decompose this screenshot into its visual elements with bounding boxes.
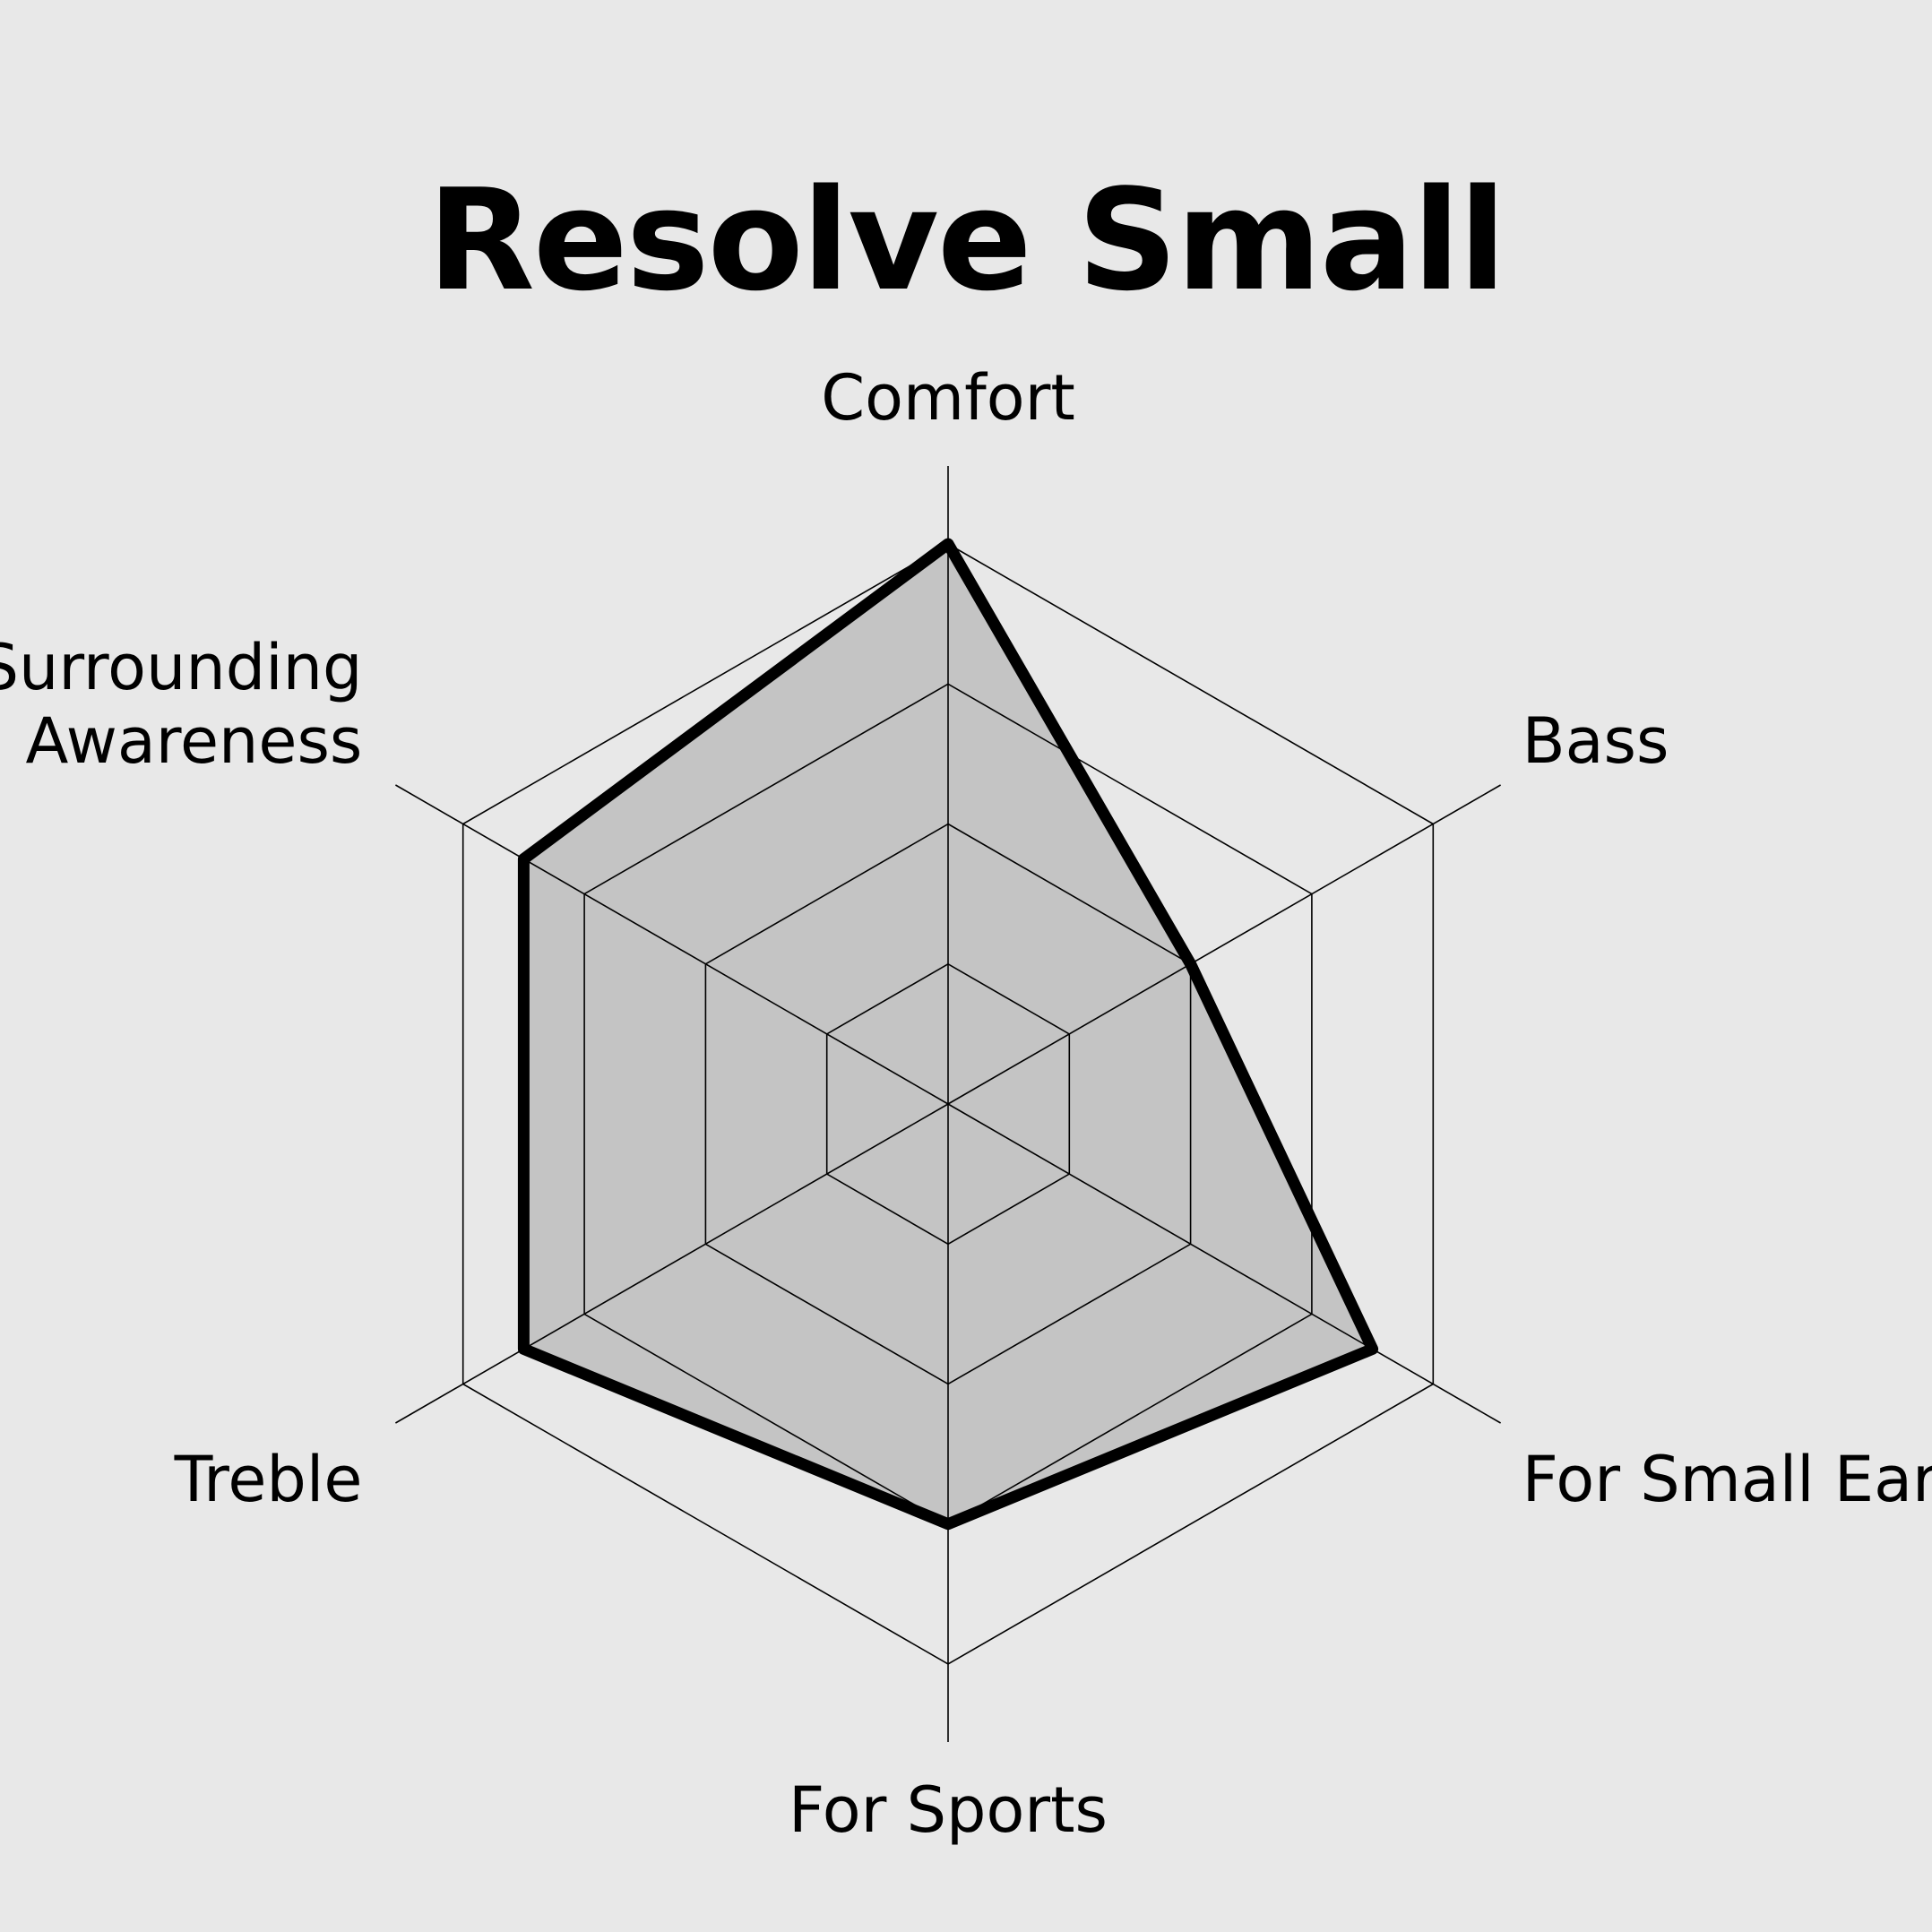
- axis-spoke-3: [947, 1103, 1501, 1424]
- axis-spoke-5: [394, 1103, 949, 1424]
- axis-spoke-2: [947, 784, 1501, 1105]
- axis-label-1: Comfort: [821, 361, 1075, 435]
- series-outline: [517, 538, 1379, 1531]
- axis-label-3: For Small Ears: [1522, 1443, 1932, 1516]
- chart-title: Resolve Small: [427, 159, 1506, 322]
- axis-spoke-6: [394, 784, 949, 1105]
- axis-label-4: For Sports: [789, 1773, 1108, 1847]
- axis-label-5: Treble: [174, 1443, 363, 1516]
- axis-label-2: Bass: [1522, 704, 1669, 778]
